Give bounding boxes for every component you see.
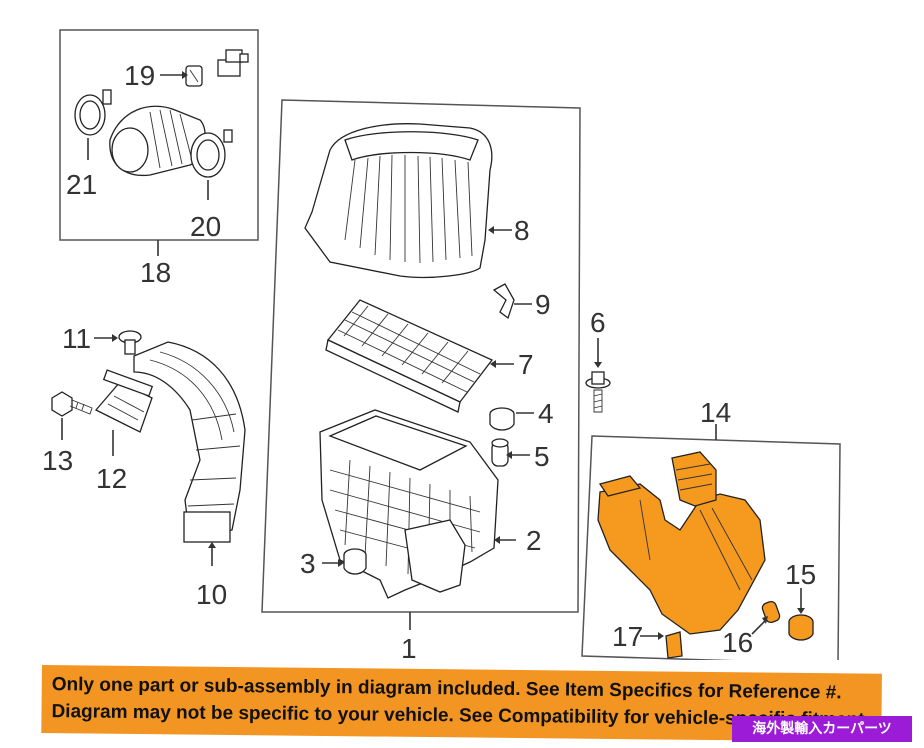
- part-12-bracket: [94, 369, 154, 433]
- callout-21: 21: [66, 169, 97, 200]
- callout-13: 13: [42, 445, 73, 476]
- sensor-plug: [217, 49, 249, 77]
- callout-1: 1: [401, 633, 417, 660]
- part-14-resonator: [597, 451, 766, 635]
- part-3-grommet: [343, 548, 367, 575]
- callout-20: 20: [190, 211, 221, 242]
- callout-10: 10: [196, 579, 227, 610]
- part-4-grommet: [489, 407, 515, 431]
- part-6-bolt: [585, 371, 611, 413]
- part-8-cover: [304, 123, 493, 279]
- callout-19: 19: [124, 60, 155, 91]
- callout-11: 11: [62, 323, 91, 354]
- callout-16: 16: [722, 627, 753, 658]
- callout-15: 15: [785, 559, 816, 590]
- group-14-frame: [581, 435, 841, 660]
- callout-14: 14: [700, 397, 731, 428]
- callout-9: 9: [535, 289, 551, 320]
- callout-6: 6: [590, 307, 606, 338]
- group-1-frame: [261, 99, 581, 613]
- callout-18: 18: [140, 257, 171, 288]
- callout-5: 5: [534, 441, 550, 472]
- part-7-filter: [325, 299, 494, 413]
- part-15-cap: [788, 614, 814, 641]
- part-9-clip: [492, 283, 515, 320]
- import-parts-stamp: 海外製輸入カーパーツ: [732, 716, 912, 742]
- callout-17: 17: [612, 621, 643, 652]
- callout-12: 12: [96, 463, 127, 494]
- callout-8: 8: [514, 215, 530, 246]
- callout-2: 2: [526, 525, 542, 556]
- callout-4: 4: [538, 398, 554, 429]
- parts-diagram: 19 21 20 18 8 9 7 6 4 5 2 3 1 11 13 12 1…: [42, 29, 841, 660]
- part-2-lower-housing: [319, 409, 499, 599]
- callout-3: 3: [300, 548, 316, 579]
- callout-7: 7: [518, 349, 534, 380]
- part-18-intake-hose: [109, 105, 206, 177]
- part-20-clamp: [190, 129, 233, 178]
- group-18-frame: [59, 29, 259, 241]
- part-13-bolt: [51, 391, 93, 417]
- part-5-bushing: [491, 438, 509, 467]
- part-21-clamp: [74, 89, 112, 136]
- part-19-clip: [185, 65, 203, 87]
- part-10-air-duct: [133, 341, 246, 543]
- part-11-clip: [118, 330, 142, 355]
- part-17-clip: [665, 631, 683, 659]
